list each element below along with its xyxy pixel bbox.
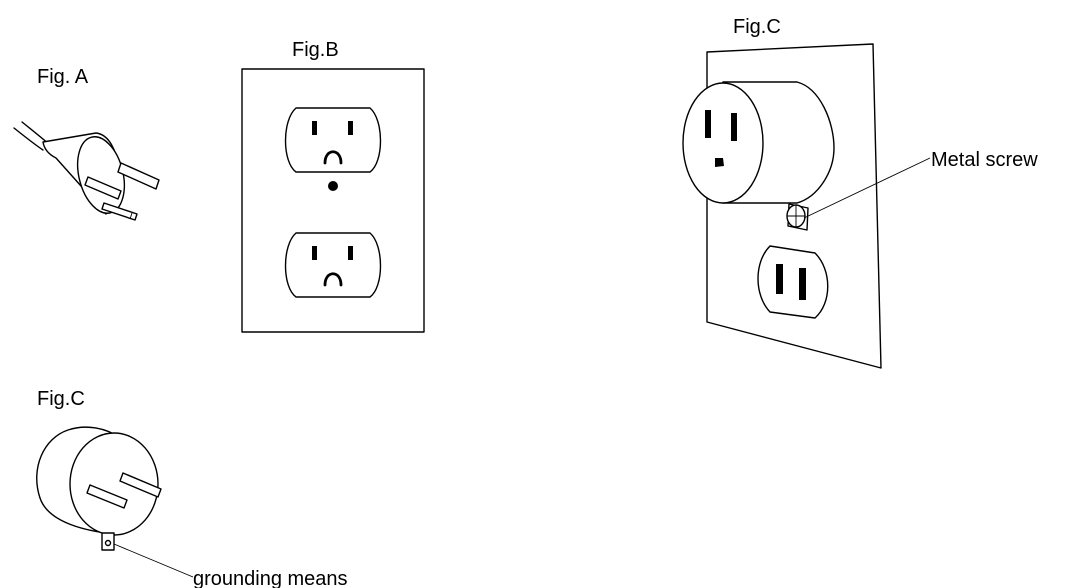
outlet-wall-plate	[241, 68, 425, 333]
fig-a: Fig. A	[13, 66, 160, 221]
grounding-means-leader	[113, 543, 194, 578]
fig-c-outlet-label: Fig.C	[733, 16, 781, 38]
three-prong-plug-icon	[13, 121, 160, 221]
fig-c-outlet: Fig.C Metal screw	[682, 16, 1038, 369]
center-screw-icon	[328, 181, 338, 191]
fig-a-label: Fig. A	[37, 66, 89, 88]
metal-screw-leader	[803, 157, 931, 219]
fig-b: Fig.B	[241, 39, 425, 333]
grounding-means-label: grounding means	[193, 568, 348, 588]
upper-receptacle	[284, 107, 382, 173]
grounding-adapter-icon	[36, 426, 162, 551]
metal-screw-icon	[786, 203, 809, 231]
perspective-wall-plate	[706, 43, 882, 369]
fig-b-label: Fig.B	[292, 39, 339, 61]
fig-c-adapter-label: Fig.C	[37, 388, 85, 410]
metal-screw-label: Metal screw	[931, 149, 1038, 171]
fig-c-adapter: Fig.C grounding means	[36, 388, 348, 588]
lower-outlet-receptacle	[757, 245, 829, 319]
lower-receptacle	[284, 232, 382, 298]
plugged-adapter	[682, 81, 835, 204]
